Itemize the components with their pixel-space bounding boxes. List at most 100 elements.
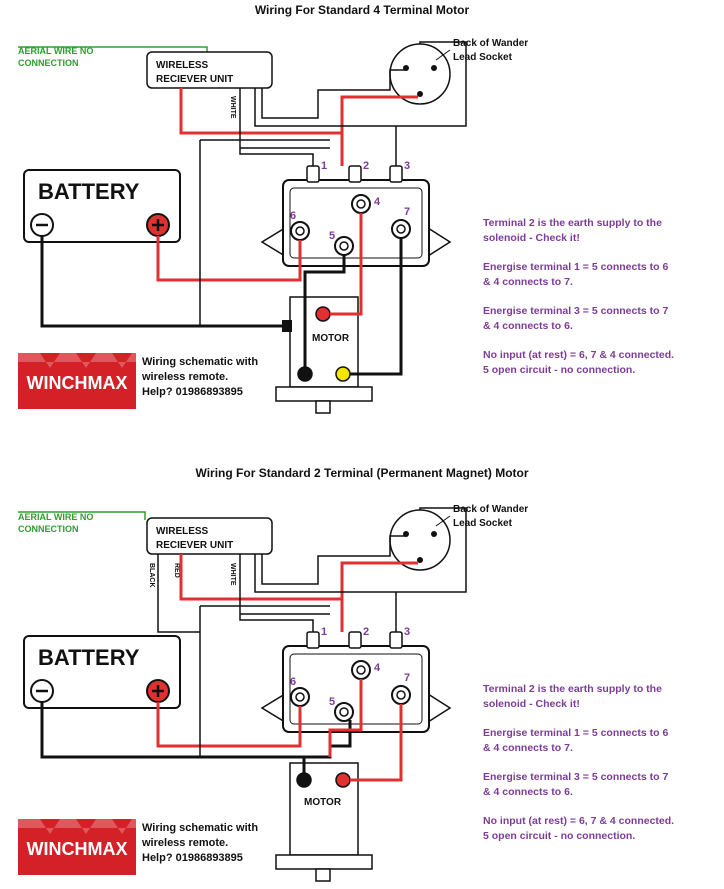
terminal-number: 3 — [404, 160, 410, 172]
aerial-wire — [18, 511, 146, 520]
terminal-6 — [290, 221, 310, 241]
white-wire — [239, 554, 314, 632]
motor-terminal-yellow — [335, 366, 351, 382]
help-phone: Help? 01986893895 — [142, 386, 243, 398]
terminal-number: 7 — [404, 206, 410, 218]
socket-label: Lead Socket — [453, 518, 513, 529]
terminal-4 — [351, 194, 371, 214]
wireless-receiver-unit — [146, 51, 273, 89]
wireless-receiver-unit — [146, 517, 273, 555]
terminal-5 — [334, 702, 354, 722]
solenoid-mount — [427, 692, 452, 724]
note-line: solenoid - Check it! — [483, 698, 580, 710]
terminal-number: 6 — [290, 676, 296, 688]
receiver-label: WIRELESS — [156, 526, 209, 537]
terminal-number: 1 — [321, 626, 327, 638]
note-line: 5 open circuit - no connection. — [483, 830, 635, 842]
logo-text: WINCHMAX — [27, 373, 128, 393]
socket-label: Back of Wander — [453, 38, 528, 49]
aerial-label: CONNECTION — [18, 524, 79, 534]
terminal-number: 4 — [374, 196, 381, 208]
terminal-number: 3 — [404, 626, 410, 638]
receiver-label: WIRELESS — [156, 60, 209, 71]
terminal-4 — [351, 660, 371, 680]
socket-pin — [417, 91, 423, 97]
socket-wire — [261, 69, 406, 119]
note-line: No input (at rest) = 6, 7 & 4 connected. — [483, 349, 674, 361]
diagram-title: Wiring For Standard 4 Terminal Motor — [255, 3, 470, 17]
note-line: Energise terminal 1 = 5 connects to 6 — [483, 727, 668, 739]
motor-terminal-black — [296, 772, 312, 788]
note-line: Terminal 2 is the earth supply to the — [483, 217, 662, 229]
solenoid-mount — [260, 692, 286, 724]
aerial-label: CONNECTION — [18, 58, 79, 68]
white-wire-label: WHITE — [229, 563, 236, 586]
terminal-number: 7 — [404, 672, 410, 684]
motor-shaft — [315, 868, 331, 882]
note-line: Terminal 2 is the earth supply to the — [483, 683, 662, 695]
black-wire-label: BLACK — [148, 563, 155, 588]
terminal-number: 2 — [363, 626, 369, 638]
socket-label: Lead Socket — [453, 52, 513, 63]
terminal-number: 5 — [329, 696, 335, 708]
red-wire — [179, 88, 344, 166]
schematic-caption: Wiring schematic with — [142, 356, 258, 368]
terminal-2 — [348, 165, 362, 183]
note-line: & 4 connects to 7. — [483, 276, 573, 288]
motor-terminal-red — [315, 306, 331, 322]
terminal-2 — [348, 631, 362, 649]
socket-pointer — [435, 515, 451, 527]
note-line: No input (at rest) = 6, 7 & 4 connected. — [483, 815, 674, 827]
socket-pin — [431, 65, 437, 71]
receiver-label: RECIEVER UNIT — [156, 74, 233, 85]
terminal-number: 6 — [290, 210, 296, 222]
terminal-3 — [389, 631, 403, 649]
note-line: 5 open circuit - no connection. — [483, 364, 635, 376]
terminal-3 — [389, 165, 403, 183]
note-line: Energise terminal 3 = 5 connects to 7 — [483, 771, 668, 783]
terminal-1 — [306, 165, 320, 183]
note-line: & 4 connects to 6. — [483, 786, 573, 798]
battery — [23, 635, 181, 709]
black-wire — [40, 236, 287, 328]
aerial-label: AERIAL WIRE NO — [18, 46, 93, 56]
terminal-number: 4 — [374, 662, 381, 674]
motor-base — [275, 854, 373, 870]
motor-black-wire — [303, 255, 346, 367]
receiver-label: RECIEVER UNIT — [156, 540, 233, 551]
note-line: solenoid - Check it! — [483, 232, 580, 244]
terminal-6 — [290, 687, 310, 707]
motor-base — [275, 386, 373, 402]
socket-label: Back of Wander — [453, 504, 528, 515]
motor-red-wire — [350, 704, 403, 782]
aerial-label: AERIAL WIRE NO — [18, 512, 93, 522]
socket-pin — [431, 531, 437, 537]
red-wire — [340, 95, 418, 133]
solenoid-mount — [260, 226, 286, 258]
diagram-title: Wiring For Standard 2 Terminal (Permanen… — [195, 466, 528, 480]
battery — [23, 169, 181, 243]
logo-text: WINCHMAX — [27, 839, 128, 859]
diagram-2-terminal: Wiring For Standard 2 Terminal (Permanen… — [18, 466, 674, 882]
red-wire — [340, 561, 418, 599]
schematic-caption: wireless remote. — [141, 371, 228, 383]
white-wire — [239, 88, 314, 166]
note-line: Energise terminal 1 = 5 connects to 6 — [483, 261, 668, 273]
schematic-caption: wireless remote. — [141, 837, 228, 849]
winchmax-logo: WINCHMAX — [18, 819, 136, 875]
terminal-7 — [391, 219, 411, 239]
socket-pointer — [435, 49, 451, 61]
terminal-1 — [306, 631, 320, 649]
red-wire — [156, 702, 302, 748]
terminal-number: 2 — [363, 160, 369, 172]
note-line: & 4 connects to 7. — [483, 742, 573, 754]
black-signal-wire — [157, 554, 200, 633]
battery-label: BATTERY — [38, 645, 140, 670]
solenoid-mount — [427, 226, 452, 258]
red-wire-label: RED — [173, 563, 180, 578]
socket-wire — [254, 41, 467, 127]
socket-wire — [261, 535, 406, 585]
note-line: Energise terminal 3 = 5 connects to 7 — [483, 305, 668, 317]
motor-red-wire — [328, 679, 363, 757]
